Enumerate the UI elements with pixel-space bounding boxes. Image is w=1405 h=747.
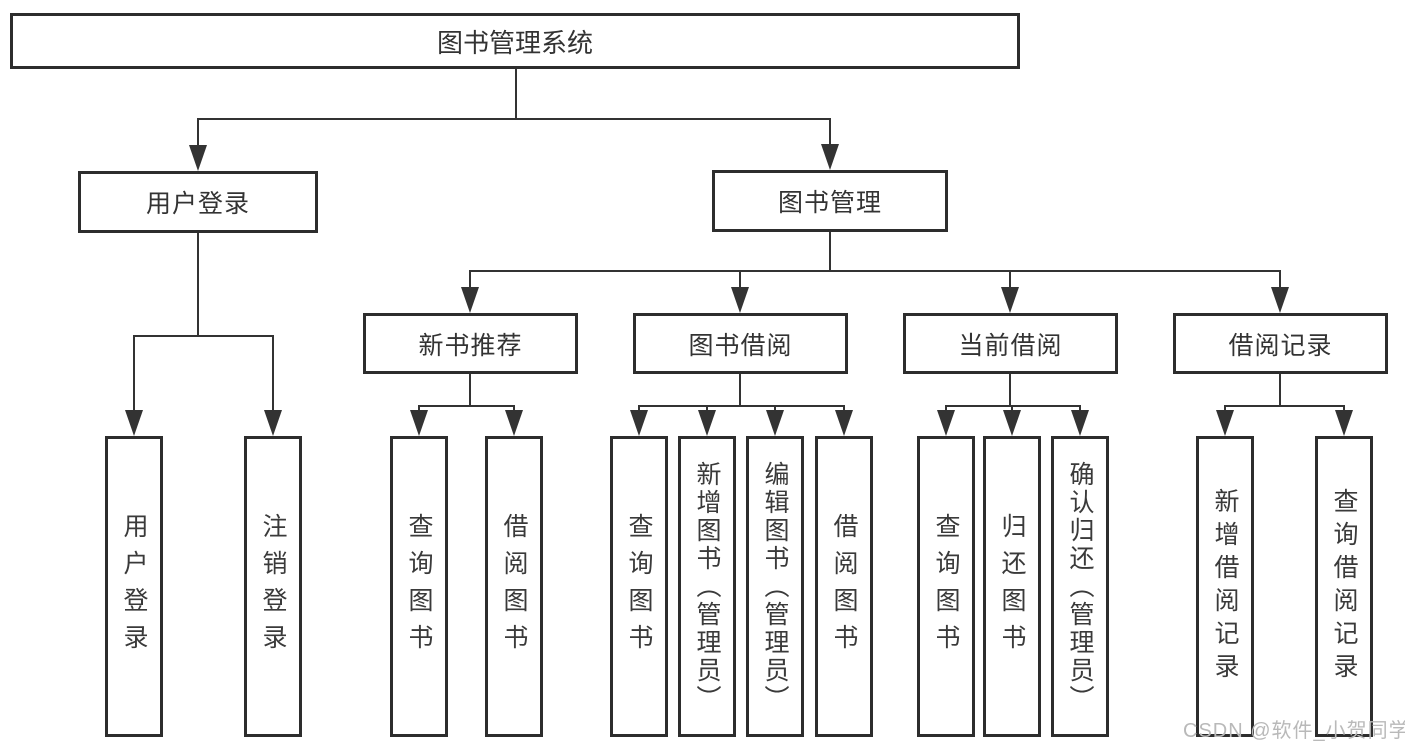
node-root-library-system: 图书管理系统 — [10, 13, 1020, 69]
node-label: 图书借阅 — [688, 331, 793, 360]
arrow-down-icon — [821, 144, 839, 170]
arrow-down-icon — [461, 287, 479, 313]
leaf-query-borrow-record: 查询借阅记录 — [1315, 436, 1373, 737]
tree-line — [945, 405, 1081, 407]
csdn-watermark: CSDN @软件_小贺同学 — [1183, 720, 1405, 742]
tree-line — [829, 118, 831, 148]
node-book-borrow: 图书借阅 — [633, 313, 848, 374]
leaf-label: 查询借阅记录 — [1330, 487, 1358, 686]
arrow-down-icon — [630, 410, 648, 436]
arrow-down-icon — [505, 410, 523, 436]
leaf-label: 用户登录 — [120, 512, 148, 661]
leaf-label: 新增图书（管理员） — [693, 460, 721, 713]
tree-line — [418, 405, 515, 407]
tree-line — [197, 233, 199, 337]
arrow-down-icon — [125, 410, 143, 436]
node-label: 当前借阅 — [958, 331, 1063, 360]
tree-line — [829, 232, 831, 272]
leaf-label: 注销登录 — [259, 512, 287, 661]
leaf-label: 查询图书 — [932, 512, 960, 661]
tree-line — [739, 374, 741, 407]
leaf-label: 查询图书 — [625, 512, 653, 661]
tree-line — [272, 335, 274, 415]
arrow-down-icon — [937, 410, 955, 436]
arrow-down-icon — [1001, 287, 1019, 313]
tree-line — [1279, 270, 1281, 290]
leaf-label: 编辑图书（管理员） — [761, 460, 789, 713]
arrow-down-icon — [1003, 410, 1021, 436]
leaf-add-borrow-record: 新增借阅记录 — [1196, 436, 1254, 737]
node-label: 借阅记录 — [1228, 331, 1333, 360]
arrow-down-icon — [766, 410, 784, 436]
leaf-confirm-return-admin: 确认归还（管理员） — [1051, 436, 1109, 737]
tree-line — [133, 335, 274, 337]
leaf-logout: 注销登录 — [244, 436, 302, 737]
leaf-label: 新增借阅记录 — [1211, 487, 1239, 686]
node-label: 用户登录 — [145, 190, 250, 218]
arrow-down-icon — [1271, 287, 1289, 313]
tree-line — [638, 405, 845, 407]
arrow-down-icon — [189, 145, 207, 171]
node-current-borrow: 当前借阅 — [903, 313, 1118, 374]
arrow-down-icon — [731, 287, 749, 313]
arrow-down-icon — [1071, 410, 1089, 436]
tree-line — [1279, 374, 1281, 407]
leaf-query-books-2: 查询图书 — [610, 436, 668, 737]
arrow-down-icon — [410, 410, 428, 436]
node-book-management: 图书管理 — [712, 170, 948, 232]
leaf-add-book-admin: 新增图书（管理员） — [678, 436, 736, 737]
tree-line — [515, 69, 517, 119]
arrow-down-icon — [1216, 410, 1234, 436]
leaf-query-books-3: 查询图书 — [917, 436, 975, 737]
leaf-label: 查询图书 — [405, 512, 433, 661]
arrow-down-icon — [698, 410, 716, 436]
tree-line — [739, 270, 741, 290]
node-label: 图书管理系统 — [436, 27, 593, 58]
tree-line — [197, 118, 199, 148]
tree-line — [1224, 405, 1344, 407]
leaf-borrow-books-2: 借阅图书 — [815, 436, 873, 737]
tree-line — [469, 374, 471, 407]
leaf-borrow-books-1: 借阅图书 — [485, 436, 543, 737]
leaf-user-login: 用户登录 — [105, 436, 163, 737]
tree-line — [133, 335, 135, 415]
leaf-edit-book-admin: 编辑图书（管理员） — [746, 436, 804, 737]
node-borrow-records: 借阅记录 — [1173, 313, 1388, 374]
leaf-label: 归还图书 — [998, 512, 1026, 661]
arrow-down-icon — [264, 410, 282, 436]
leaf-query-books-1: 查询图书 — [390, 436, 448, 737]
tree-line — [469, 270, 471, 290]
tree-line — [197, 118, 831, 120]
node-label: 图书管理 — [777, 189, 882, 217]
arrow-down-icon — [1335, 410, 1353, 436]
tree-line — [469, 270, 1281, 272]
node-label: 新书推荐 — [418, 331, 523, 360]
arrow-down-icon — [835, 410, 853, 436]
leaf-label: 借阅图书 — [500, 512, 528, 661]
tree-line — [1009, 270, 1011, 290]
leaf-label: 借阅图书 — [830, 512, 858, 661]
tree-line — [1009, 374, 1011, 407]
leaf-return-book: 归还图书 — [983, 436, 1041, 737]
leaf-label: 确认归还（管理员） — [1066, 460, 1094, 713]
node-user-login: 用户登录 — [78, 171, 318, 233]
node-new-book-recommend: 新书推荐 — [363, 313, 578, 374]
